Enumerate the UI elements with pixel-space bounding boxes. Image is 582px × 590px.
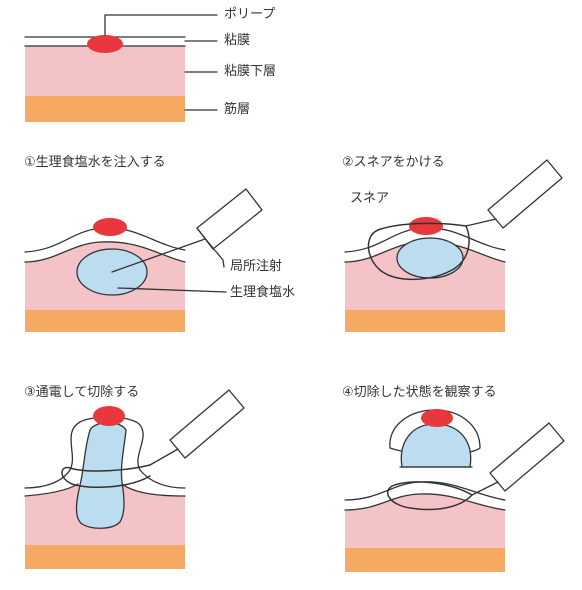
- leader-polyp: [104, 14, 218, 36]
- step2-saline-bleb: [396, 237, 464, 279]
- step3-snare-loop: [61, 464, 151, 488]
- label-snare: スネア: [350, 191, 390, 206]
- leader-saline: [117, 287, 227, 293]
- step3-saline-column: [75, 421, 127, 529]
- step4-muscle: [345, 548, 505, 572]
- step3-polyp: [93, 406, 125, 426]
- label-saline: 生理食塩水: [230, 285, 296, 300]
- legend-tissue-block: [24, 14, 218, 122]
- step1-illustration: [24, 188, 263, 332]
- label-mucosa: 粘膜: [224, 33, 251, 48]
- step3-muscle: [25, 545, 185, 569]
- step2-title: ②スネアをかける: [342, 155, 445, 170]
- step3-title: ③通電して切除する: [24, 385, 140, 400]
- step3-endoscope-instrument: [169, 389, 245, 459]
- label-polyp: ポリープ: [224, 7, 276, 22]
- step1-muscle: [25, 310, 185, 332]
- step2-illustration: [344, 159, 563, 332]
- step4-endoscope-instrument: [489, 422, 565, 492]
- step2-snare-loop: [367, 222, 470, 281]
- legend-submucosa-layer: [25, 46, 185, 96]
- legend-muscle-layer: [25, 96, 185, 122]
- step4-illustration: [344, 409, 565, 572]
- step2-polyp: [409, 217, 443, 235]
- step3-illustration: [24, 389, 245, 569]
- label-muscle: 筋層: [224, 102, 251, 117]
- step1-title: ①生理食塩水を注入する: [24, 155, 166, 170]
- label-local-injection: 局所注射: [230, 259, 283, 274]
- step4-polyp: [421, 409, 453, 427]
- step4-snare-loop: [387, 481, 473, 511]
- step2-muscle: [345, 310, 505, 332]
- legend-polyp: [87, 35, 123, 53]
- step4-submucosa: [345, 493, 505, 548]
- label-submucosa: 粘膜下層: [224, 64, 277, 79]
- step2-endoscope-instrument: [487, 159, 563, 229]
- step1-polyp: [93, 218, 127, 236]
- step4-title: ④切除した状態を観察する: [342, 385, 497, 400]
- leader-local-injection: [202, 235, 225, 268]
- step3-submucosa: [25, 484, 185, 545]
